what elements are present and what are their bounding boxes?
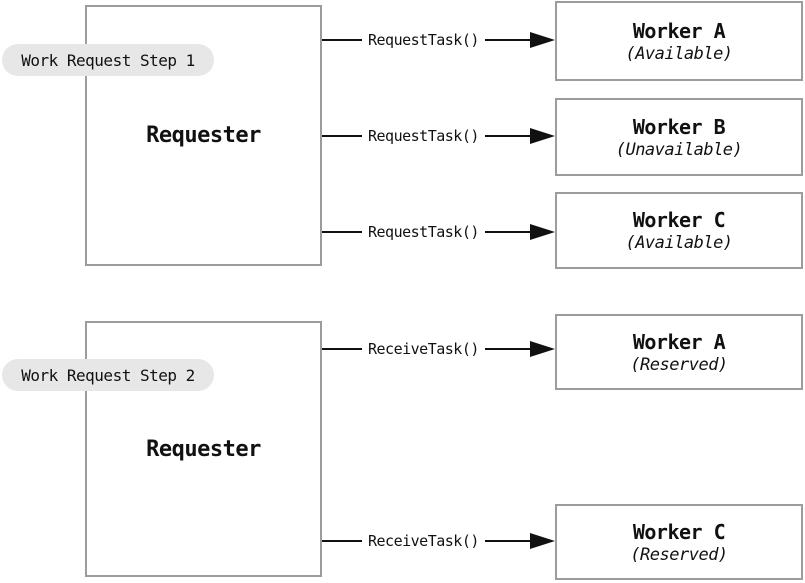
worker-status: (Available) — [625, 43, 733, 64]
worker-a-step1-box: Worker A (Available) — [555, 1, 803, 81]
worker-status: (Reserved) — [630, 544, 728, 565]
worker-name: Worker B — [632, 114, 726, 139]
arrow-label: RequestTask() — [368, 127, 479, 145]
worker-status: (Available) — [625, 233, 733, 253]
worker-c-step1-box: Worker C (Available) — [555, 192, 803, 269]
arrow-line-left — [322, 348, 362, 350]
worker-status: (Reserved) — [630, 354, 728, 375]
arrow-receivetask-worker-a: ReceiveTask() — [322, 339, 555, 359]
worker-status: (Unavailable) — [615, 139, 743, 160]
arrow-label: RequestTask() — [368, 31, 479, 49]
arrow-requesttask-worker-b: RequestTask() — [322, 126, 555, 146]
step1-label: Work Request Step 1 — [21, 50, 195, 70]
arrow-line-left — [322, 39, 362, 41]
worker-c-step2-box: Worker C (Reserved) — [555, 504, 803, 580]
worker-a-step2-box: Worker A (Reserved) — [555, 314, 803, 390]
arrow-line-left — [322, 540, 362, 542]
worker-name: Worker A — [632, 329, 726, 354]
arrow-line-right — [484, 348, 530, 350]
arrowhead-icon — [530, 533, 555, 549]
arrowhead-icon — [530, 128, 555, 144]
arrow-label: ReceiveTask() — [368, 532, 479, 550]
step2-label-pill: Work Request Step 2 — [2, 359, 214, 391]
arrow-receivetask-worker-c: ReceiveTask() — [322, 531, 555, 551]
step2-label: Work Request Step 2 — [21, 365, 195, 385]
arrow-line-right — [484, 231, 530, 233]
arrow-label: RequestTask() — [368, 223, 479, 241]
worker-b-step1-box: Worker B (Unavailable) — [555, 98, 803, 176]
step1-label-pill: Work Request Step 1 — [2, 44, 214, 76]
arrowhead-icon — [530, 341, 555, 357]
arrow-line-right — [484, 540, 530, 542]
worker-name: Worker A — [632, 18, 726, 43]
arrow-line-left — [322, 231, 362, 233]
arrow-line-right — [484, 135, 530, 137]
requester-label: Requester — [146, 436, 261, 462]
arrowhead-icon — [530, 224, 555, 240]
arrow-requesttask-worker-c: RequestTask() — [322, 222, 555, 242]
arrow-line-left — [322, 135, 362, 137]
arrow-line-right — [484, 39, 530, 41]
worker-name: Worker C — [632, 519, 726, 544]
requester-label: Requester — [146, 123, 261, 148]
arrow-label: ReceiveTask() — [368, 340, 479, 358]
arrow-requesttask-worker-a: RequestTask() — [322, 30, 555, 50]
worker-name: Worker C — [632, 208, 726, 232]
arrowhead-icon — [530, 32, 555, 48]
